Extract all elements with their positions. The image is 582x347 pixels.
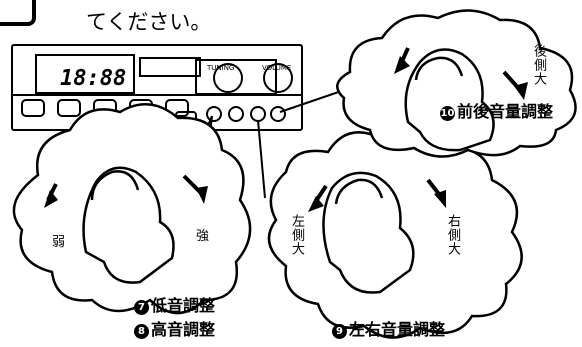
- bass-caption-text: 低音調整: [151, 296, 216, 315]
- tuning-knob: [213, 63, 243, 93]
- left-side-louder-label: 左側大: [289, 214, 304, 256]
- treble-caption-text: 高音調整: [151, 320, 216, 339]
- bubble-outlines: [12, 9, 577, 339]
- rear-louder-label: 後側大: [531, 44, 546, 86]
- right-side-louder-label: 右側大: [445, 214, 460, 256]
- intro-text: てください。: [86, 10, 212, 34]
- hand-icons: [82, 48, 495, 294]
- volume-knob: [263, 63, 293, 93]
- display-readout: 18:88: [60, 66, 126, 91]
- fader-caption-text: 前後音量調整: [457, 102, 554, 121]
- bass-number: 7: [134, 300, 149, 315]
- fader-number: 10: [440, 106, 455, 121]
- arrow-icons: [44, 47, 528, 212]
- strong-label: 強: [196, 229, 210, 244]
- treble-number: 8: [134, 324, 149, 339]
- balance-number: 9: [332, 324, 347, 339]
- tone-control-knobs: [206, 106, 286, 122]
- step-marker-icon: [0, 0, 36, 26]
- tuning-label: TUNING: [206, 64, 234, 72]
- volume-label: VOLUME: [262, 64, 291, 72]
- balance-caption-text: 左右音量調整: [349, 320, 446, 339]
- weak-label: 弱: [52, 235, 66, 250]
